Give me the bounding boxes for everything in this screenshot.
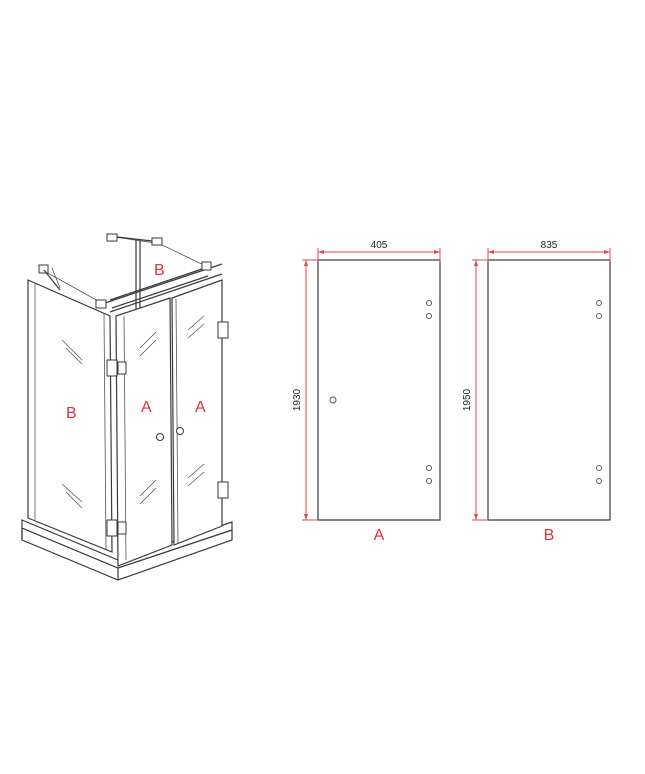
knob-right: [176, 427, 184, 435]
panel-b-name-label: B: [544, 527, 555, 544]
panel-a-outline: [317, 259, 441, 521]
wall-bracket-back: [106, 233, 163, 246]
label-door-right-a: A: [195, 399, 206, 416]
back-panel-b: [45, 235, 211, 312]
panel-a-hole: [425, 312, 433, 320]
front-door-left: [115, 297, 173, 567]
knob-left: [156, 433, 164, 441]
panel-b-hole: [595, 312, 603, 320]
panel-a-hole: [425, 464, 433, 472]
panel-b-width-label: 835: [541, 240, 558, 251]
front-top-rail: [95, 261, 223, 313]
side-panel-b: [27, 279, 113, 553]
panel-a-name-label: A: [374, 527, 385, 544]
hinge-top-right: [217, 321, 229, 339]
panel-a-hole: [425, 299, 433, 307]
hinge-bottom-left-b: [117, 521, 127, 535]
label-left-b: B: [66, 405, 77, 422]
panel-a-hole: [425, 477, 433, 485]
label-top-b: B: [154, 262, 165, 279]
hinge-top-left: [106, 359, 118, 377]
panel-b-hole: [595, 477, 603, 485]
label-door-left-a: A: [141, 399, 152, 416]
hinge-bottom-left: [106, 519, 118, 537]
panel-b-hole: [595, 464, 603, 472]
hinge-bottom-right: [217, 481, 229, 499]
isometric-enclosure: B B A A: [21, 233, 233, 581]
front-door-right: [171, 279, 223, 546]
panel-b-height-label: 1950: [462, 388, 473, 411]
panel-b-drawing: 835 1950 B: [462, 240, 611, 544]
panel-b-hole: [595, 299, 603, 307]
hinge-top-left-b: [117, 361, 127, 375]
panel-a-width-label: 405: [371, 240, 388, 251]
panel-b-outline: [487, 259, 611, 521]
panel-a-height-label: 1930: [292, 388, 303, 411]
panel-a-drawing: 405 1930 A: [292, 240, 441, 544]
wall-bracket-left: [38, 264, 61, 291]
panel-a-hole: [329, 396, 337, 404]
